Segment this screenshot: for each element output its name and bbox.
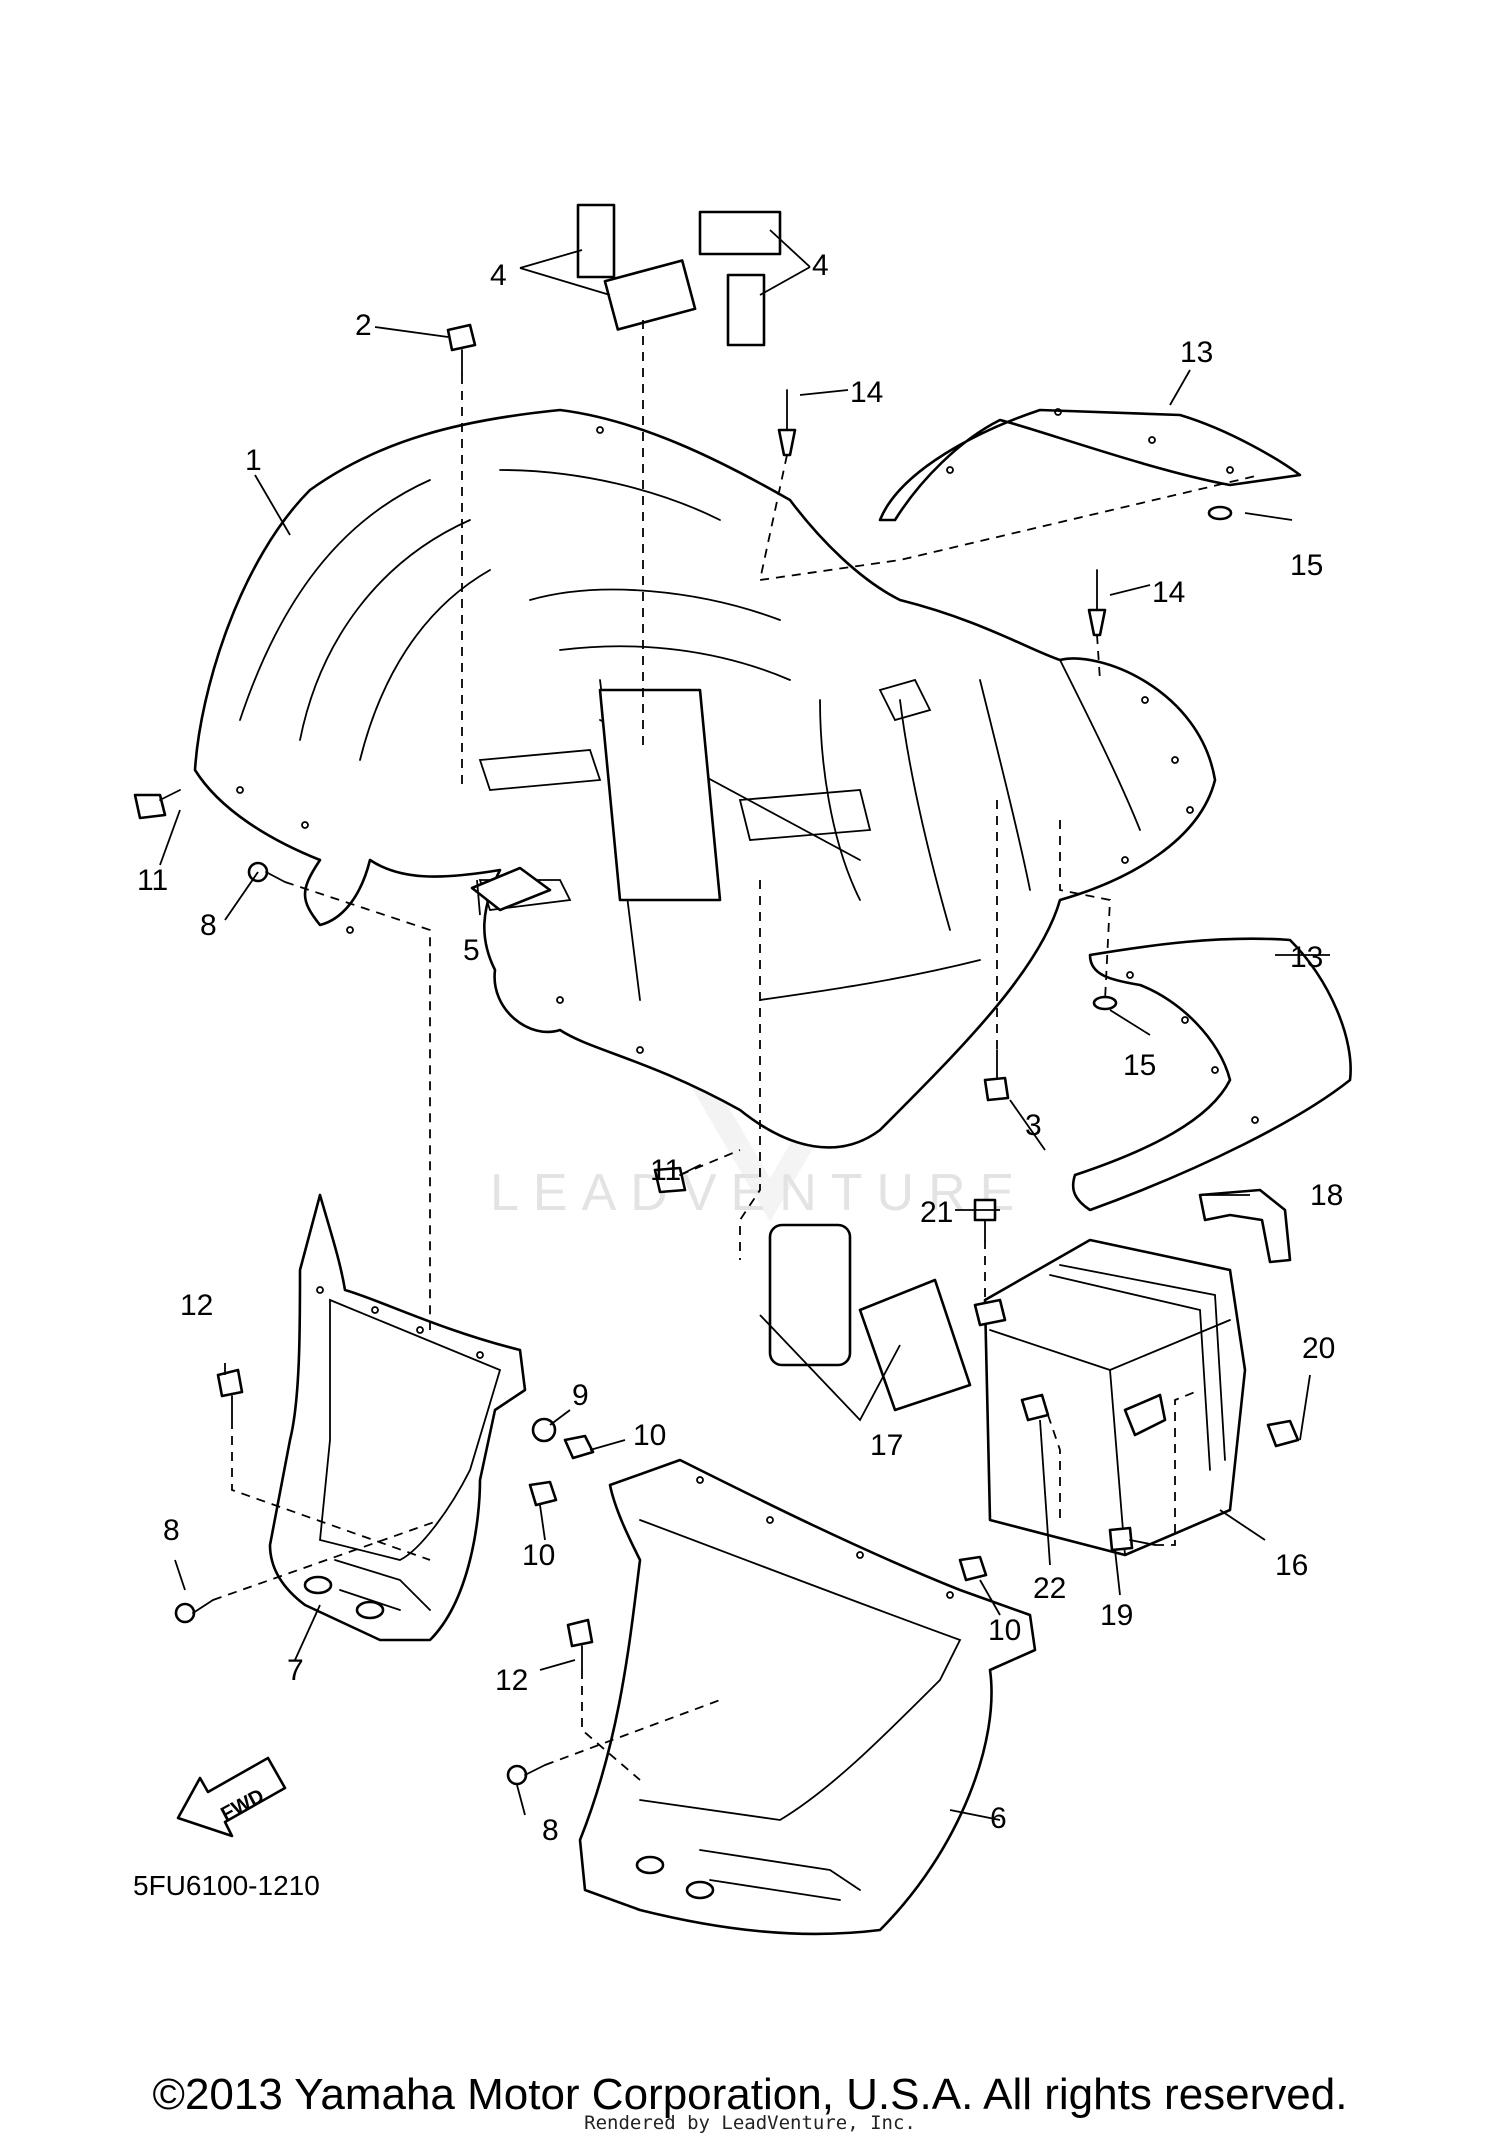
guide-lines <box>212 320 1261 1781</box>
storage-box <box>973 1238 1247 1557</box>
rendered-by: Rendered by LeadVenture, Inc. <box>584 2112 916 2134</box>
mud-flap-upper <box>878 408 1302 522</box>
copyright-notice: ©2013 Yamaha Motor Corporation, U.S.A. A… <box>152 2070 1348 2119</box>
leaders <box>159 229 1330 1821</box>
callout-10-a: 10 <box>633 1419 666 1452</box>
mud-flap-lower <box>1071 937 1352 1212</box>
fwd-arrow-icon: FWD <box>176 1756 287 1838</box>
callout-15-top: 15 <box>1290 549 1323 582</box>
callout-13-top: 13 <box>1180 336 1213 369</box>
callout-4-right: 4 <box>812 249 829 282</box>
callout-17: 17 <box>870 1429 903 1462</box>
callout-8-left: 8 <box>163 1514 180 1547</box>
decal-1 <box>576 203 616 279</box>
pad-upper <box>768 1223 852 1367</box>
rear-fender <box>193 408 1217 1149</box>
callout-22: 22 <box>1033 1572 1066 1605</box>
callout-11-center: 11 <box>650 1154 681 1187</box>
callout-labels: 1 2 3 4 4 5 6 7 8 8 8 9 10 10 10 11 11 1… <box>137 249 1343 1847</box>
decal-4 <box>726 273 766 347</box>
watermark-text: LEADVENTURE <box>490 1164 1028 1222</box>
callout-14-top: 14 <box>850 376 883 409</box>
decal-2 <box>603 259 697 331</box>
footrest-guard-left <box>268 1193 527 1642</box>
callout-10-b: 10 <box>522 1539 555 1572</box>
callout-6: 6 <box>990 1802 1007 1835</box>
callout-8-top: 8 <box>200 909 217 942</box>
callout-20: 20 <box>1302 1332 1335 1365</box>
callout-12-left: 12 <box>180 1289 213 1322</box>
callout-19: 19 <box>1100 1599 1133 1632</box>
callout-15-mid: 15 <box>1123 1049 1156 1082</box>
fasteners <box>133 323 1300 1786</box>
callout-18: 18 <box>1310 1179 1343 1212</box>
callout-4-left: 4 <box>490 259 507 292</box>
callout-11-left: 11 <box>137 864 168 897</box>
callout-2: 2 <box>355 309 372 342</box>
callout-10-c: 10 <box>988 1614 1021 1647</box>
callout-13-mid: 13 <box>1290 941 1323 974</box>
callout-3: 3 <box>1025 1109 1042 1142</box>
callout-5: 5 <box>463 934 480 967</box>
callout-1: 1 <box>245 444 262 477</box>
callout-21: 21 <box>920 1196 953 1229</box>
footrest-guard-right <box>578 1458 1037 1936</box>
callout-14-mid: 14 <box>1152 576 1185 609</box>
callout-12-center: 12 <box>495 1664 528 1697</box>
diagram-code: 5FU6100-1210 <box>133 1870 320 1901</box>
decal-3 <box>698 210 782 256</box>
callout-9: 9 <box>572 1379 589 1412</box>
plate <box>470 866 552 912</box>
callout-8-bottom: 8 <box>542 1814 559 1847</box>
callout-7: 7 <box>287 1654 304 1687</box>
bracket <box>1198 1188 1292 1264</box>
callout-16: 16 <box>1275 1549 1308 1582</box>
